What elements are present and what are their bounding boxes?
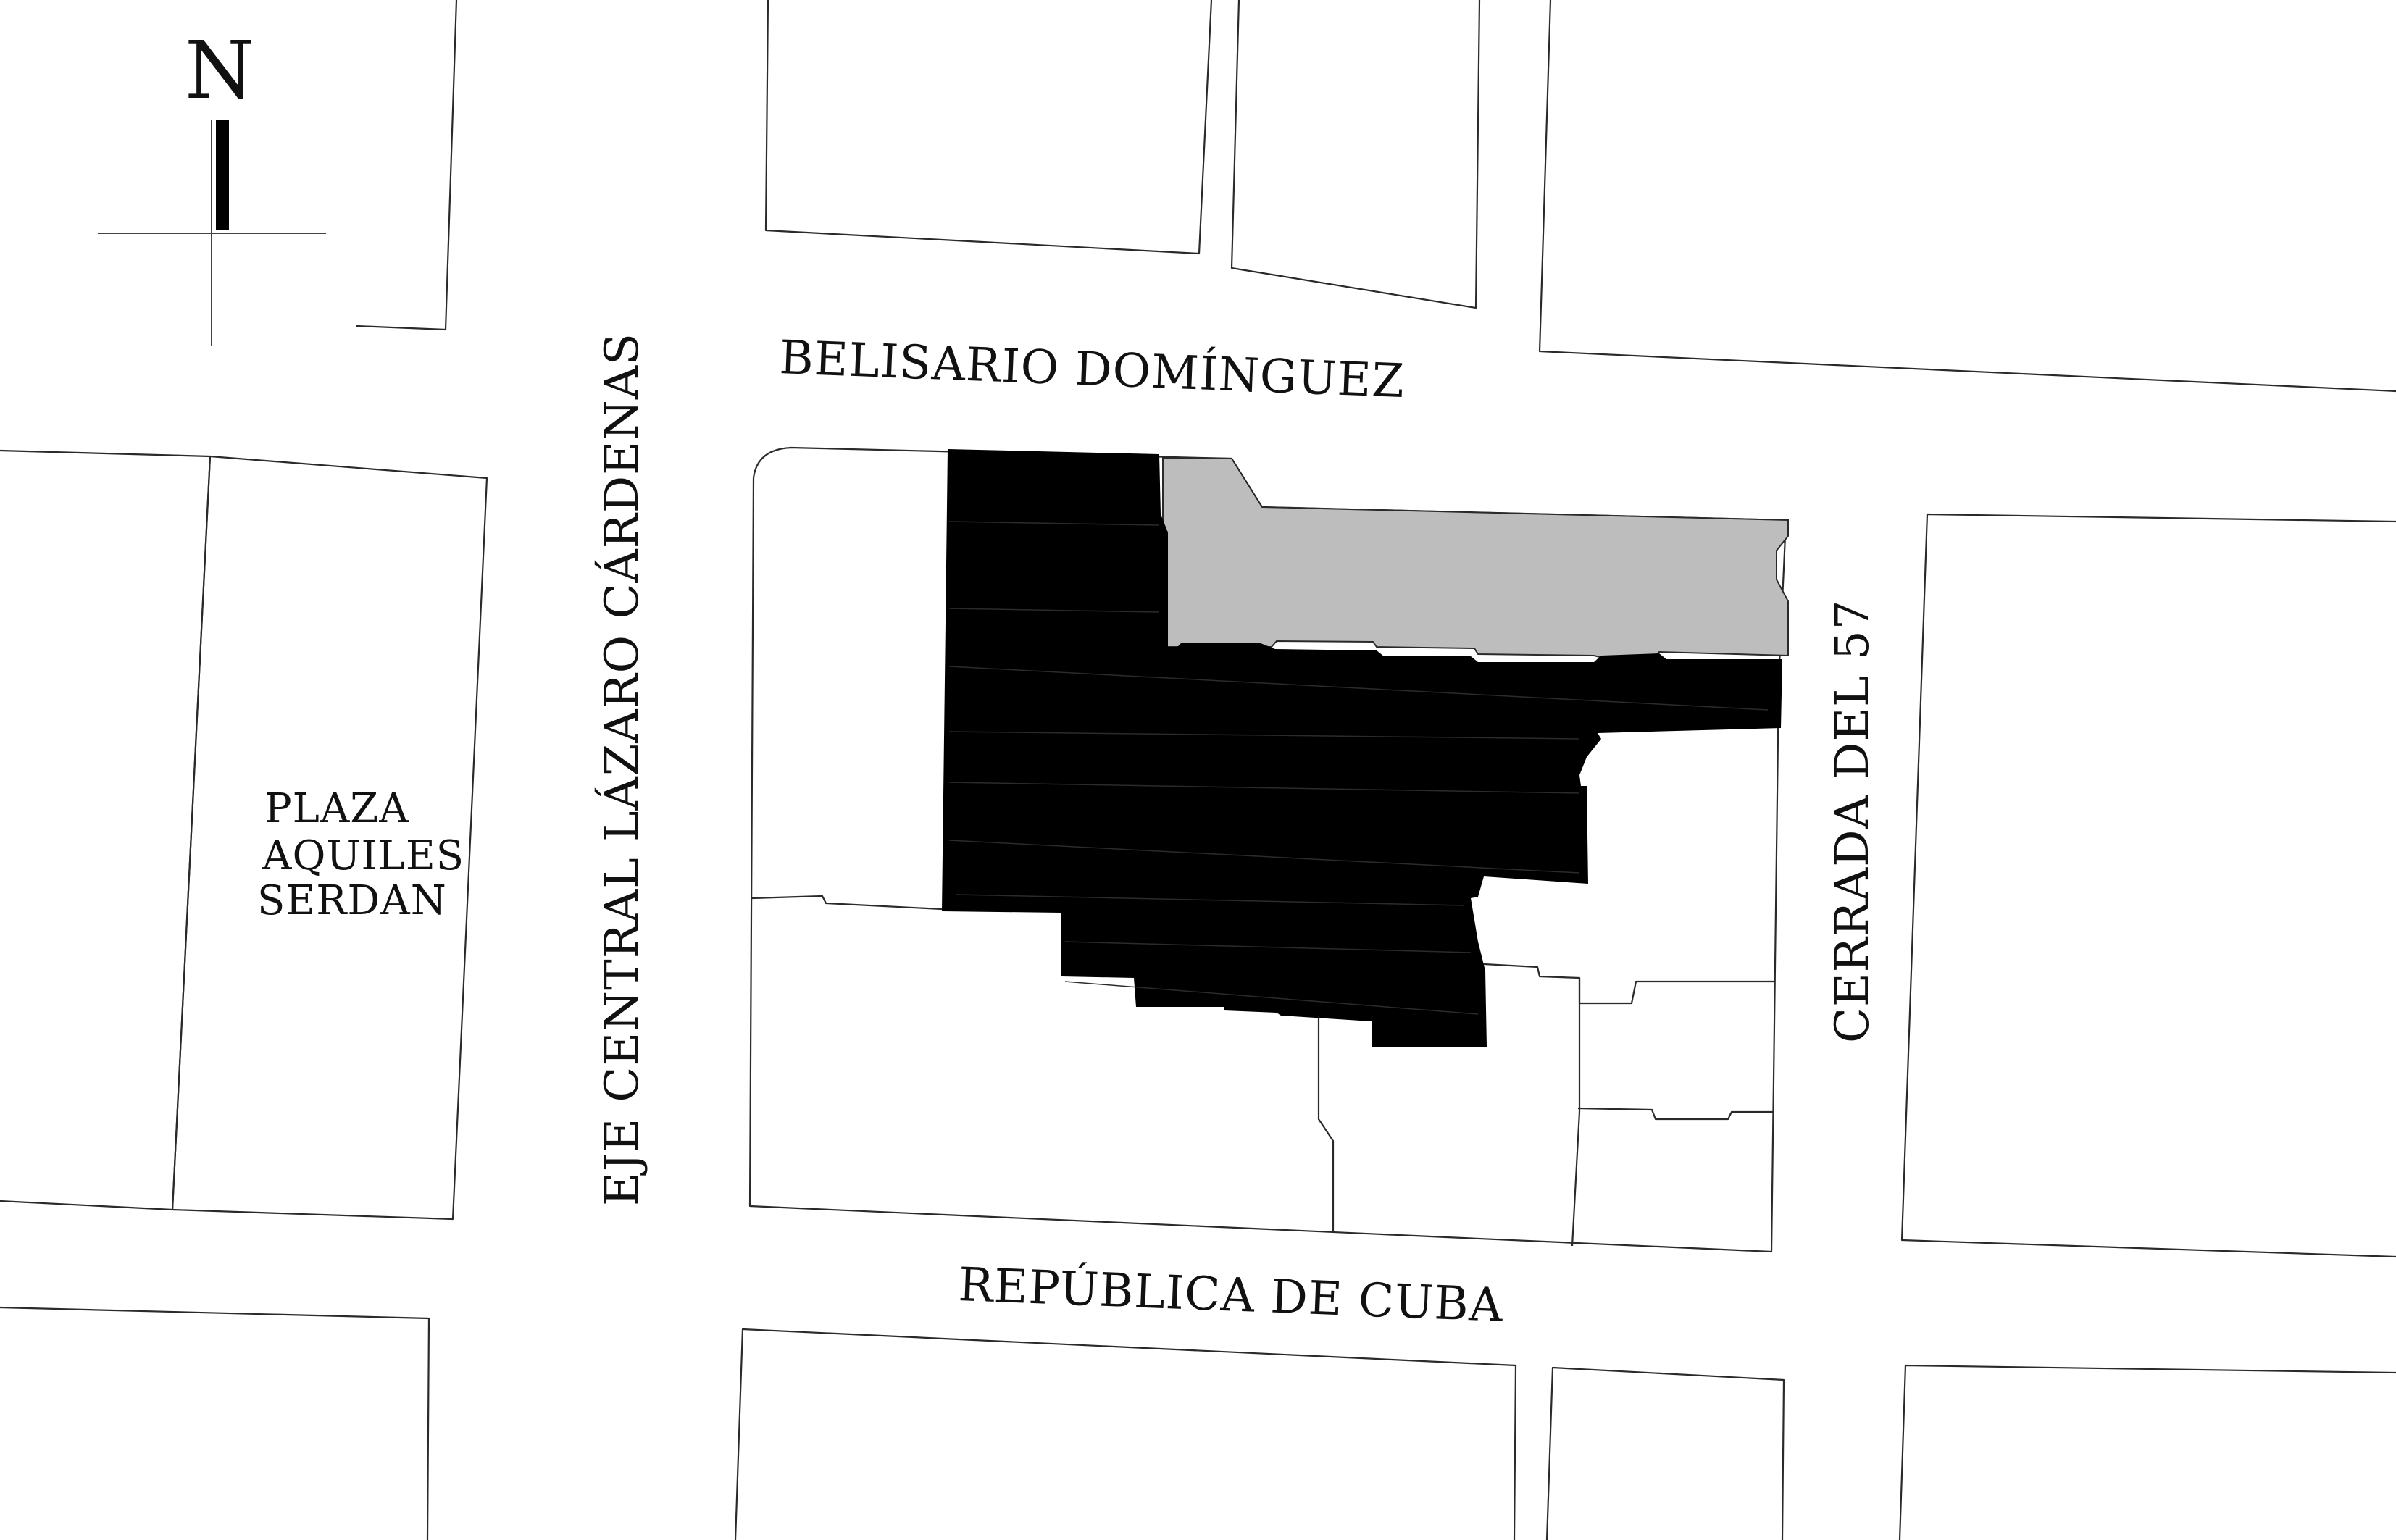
- street-label-eje-central: EJE CENTRAL LÁZARO CÁRDENAS: [595, 332, 649, 1206]
- block-top-3: [1230, 0, 1481, 309]
- plaza-label-line3: SERDAN: [257, 877, 447, 924]
- dark-area-slices: [948, 521, 1769, 1015]
- lot-line-south-east-3: [1577, 1107, 1774, 1121]
- street-label-republica-de-cuba: REPÚBLICA DE CUBA: [957, 1257, 1504, 1333]
- highlight-dark-area: [942, 449, 1782, 1047]
- north-arrow: N: [98, 24, 326, 346]
- plaza-block: [171, 455, 488, 1221]
- north-arrow-bar: [216, 120, 229, 230]
- street-label-cerrada-del-57: CERRADA DEL 57: [1826, 600, 1879, 1043]
- lot-line-south-center: [1317, 1014, 1335, 1231]
- block-top-left: [356, 0, 458, 331]
- block-bottom-3: [1545, 1366, 1785, 1540]
- block-bottom-2: [734, 1328, 1517, 1540]
- block-top-right: [1538, 0, 2396, 393]
- plaza-label-line1: PLAZA: [264, 785, 409, 832]
- block-bottom-right: [1898, 1364, 2396, 1540]
- lot-line-south-east-1: [1470, 962, 1774, 1005]
- block-top-2: [764, 0, 1213, 255]
- lot-line-south-east-2: [1571, 978, 1581, 1247]
- plaza-label-line2: AQUILES: [262, 832, 464, 879]
- lot-line-west: [751, 895, 943, 911]
- north-letter: N: [185, 24, 254, 117]
- block-bottom-left: [0, 1306, 430, 1540]
- highlight-grey-area: [1162, 456, 1789, 660]
- block-right: [1900, 513, 2396, 1258]
- street-label-belisario-dominguez: BELISARIO DOMÍNGUEZ: [778, 330, 1406, 409]
